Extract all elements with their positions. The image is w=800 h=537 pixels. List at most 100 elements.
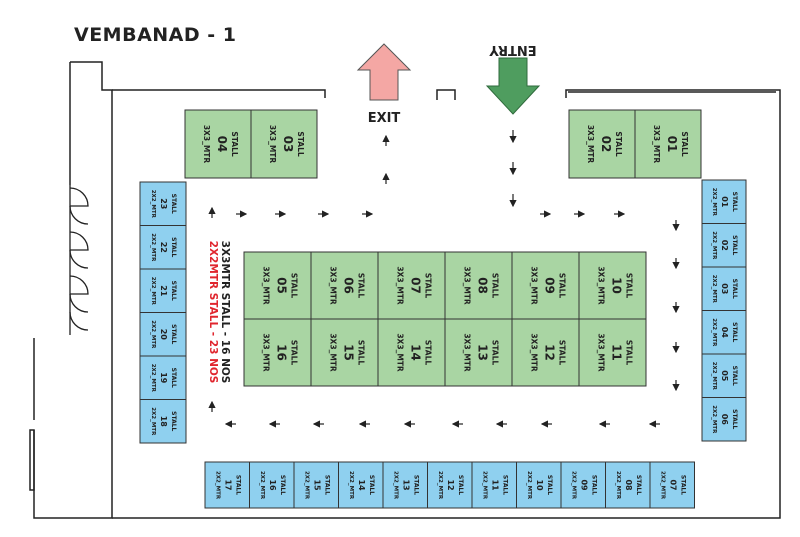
stall-box	[516, 461, 562, 509]
stall-word: STALL	[731, 322, 738, 342]
stall-summary: 3X3MTR STALL - 16 NOS 2X2MTR STALL - 23 …	[207, 241, 231, 384]
stall-word: STALL	[424, 273, 433, 299]
stall-number: 10	[610, 277, 624, 294]
stall-word: STALL	[424, 340, 433, 366]
stall-box	[427, 461, 473, 509]
stall-word: STALL	[323, 475, 330, 495]
stall-number: 11	[610, 344, 624, 361]
stall-number: 16	[275, 344, 289, 361]
stall-number: 02	[720, 240, 729, 251]
stall-word: STALL	[279, 475, 286, 495]
stall-word: STALL	[679, 475, 686, 495]
stall-word: STALL	[680, 131, 689, 157]
stall-word: STALL	[290, 340, 299, 366]
stall-number: 03	[281, 136, 295, 153]
stall-size: 2X2_MTR	[392, 471, 398, 500]
stall-word: STALL	[170, 281, 177, 301]
stall-box	[444, 318, 513, 387]
stall-number: 14	[409, 344, 423, 361]
stall-number: 13	[401, 479, 410, 490]
stall-size: 3X3_MTR	[597, 266, 606, 305]
stall-number: 22	[159, 242, 168, 253]
stall-word: STALL	[170, 194, 177, 214]
stall-number: 20	[159, 329, 168, 341]
stall-number: 06	[342, 277, 356, 294]
stall-word: STALL	[230, 131, 239, 157]
stall-size: 3X3_MTR	[262, 266, 271, 305]
stall-number: 13	[476, 344, 490, 361]
stall-size: 3X3_MTR	[597, 333, 606, 372]
stall-size: 2X2_MTR	[150, 233, 156, 262]
stall-box	[184, 109, 252, 179]
stall-word: STALL	[357, 340, 366, 366]
stall-size: 2X2_MTR	[150, 190, 156, 219]
exit-label: EXIT	[368, 111, 401, 126]
door-group	[69, 185, 89, 335]
stall-size: 3X3_MTR	[329, 266, 338, 305]
stall-number: 06	[720, 414, 729, 426]
stall-size: 3X3_MTR	[530, 266, 539, 305]
stall-word: STALL	[170, 368, 177, 388]
stall-number: 12	[543, 344, 557, 361]
stall-box	[634, 109, 702, 179]
stall-number: 14	[357, 479, 366, 491]
stall-size: 3X3_MTR	[463, 266, 472, 305]
stall-size: 2X2_MTR	[348, 471, 354, 500]
stall-box	[701, 353, 747, 398]
stall-size: 3X3_MTR	[396, 266, 405, 305]
stall-size: 2X2_MTR	[711, 275, 717, 304]
stall-box	[701, 266, 747, 311]
stall-box	[310, 318, 379, 387]
stall-size: 2X2_MTR	[570, 471, 576, 500]
stall-size: 2X2_MTR	[526, 471, 532, 500]
stall-box	[204, 461, 250, 509]
stall-size: 3X3_MTR	[396, 333, 405, 372]
stall-size: 3X3_MTR	[262, 333, 271, 372]
entry-arrow-icon	[485, 57, 541, 115]
stall-box	[471, 461, 517, 509]
hall-walls	[29, 61, 781, 519]
page-title: VEMBANAD - 1	[74, 24, 237, 46]
stall-word: STALL	[558, 340, 567, 366]
stall-size: 2X2_MTR	[150, 364, 156, 393]
stall-number: 18	[159, 416, 168, 428]
stall-box	[701, 179, 747, 224]
stall-box	[139, 312, 187, 357]
stall-box	[139, 399, 187, 444]
stall-word: STALL	[296, 131, 305, 157]
stall-box	[250, 109, 318, 179]
stall-number: 09	[579, 479, 588, 491]
stall-number: 21	[159, 285, 168, 297]
stall-box	[649, 461, 695, 509]
stall-number: 15	[312, 479, 321, 491]
stall-word: STALL	[558, 273, 567, 299]
stall-word: STALL	[170, 324, 177, 344]
stall-word: STALL	[234, 475, 241, 495]
stall-number: 05	[720, 370, 729, 382]
